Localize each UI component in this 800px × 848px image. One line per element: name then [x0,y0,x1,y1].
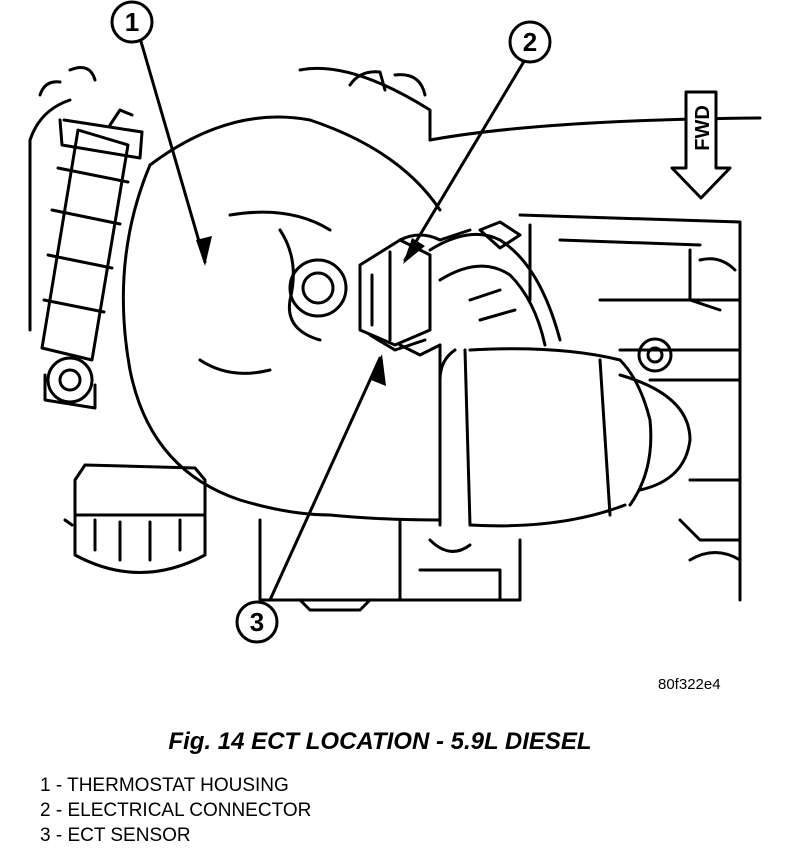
pulley [63,463,207,574]
forward-direction-arrow: FWD [670,90,732,200]
legend-item: 1 - THERMOSTAT HOUSING [40,775,289,796]
callout-1-number: 1 [125,7,139,37]
figure-code: 80f322e4 [658,676,721,693]
callout-3: 3 [235,600,279,644]
callout-1-arrowhead [196,236,212,266]
figure-caption: Fig. 14 ECT LOCATION - 5.9L DIESEL [168,728,592,755]
bypass-hose [40,108,144,410]
callout-2-number: 2 [523,27,537,57]
leader-lines [138,36,528,602]
ect-sensor-assembly [358,228,472,357]
callout-3-arrowhead [371,354,386,386]
callout-3-number: 3 [250,607,264,637]
fwd-label: FWD [692,105,714,151]
callout-1: 1 [110,0,154,44]
wiring-harness [428,220,562,347]
engine-illustration: FWD 1 2 3 [28,0,762,644]
callout-2-arrowhead [403,238,425,264]
legend: 1 - THERMOSTAT HOUSING 2 - ELECTRICAL CO… [40,773,311,848]
callout-2: 2 [508,20,552,64]
thermostat-housing [121,115,442,517]
legend-item: 2 - ELECTRICAL CONNECTOR [40,800,312,821]
legend-item: 3 - ECT SENSOR [40,825,191,846]
coolant-hose [328,337,692,528]
